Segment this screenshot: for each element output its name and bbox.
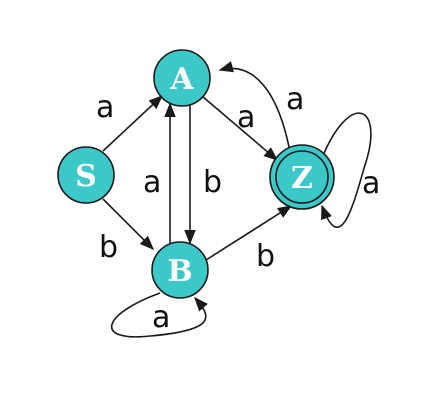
label-b-to-z: b xyxy=(256,239,275,274)
label-s-to-a: a xyxy=(96,90,114,125)
label-s-to-b: b xyxy=(99,230,118,265)
label-z-to-a: a xyxy=(286,82,304,117)
edge-a-to-z xyxy=(201,95,279,161)
state-z-label: Z xyxy=(291,161,313,196)
state-s-label: S xyxy=(75,159,97,194)
edge-s-to-b xyxy=(102,198,155,251)
state-s: S xyxy=(57,146,115,204)
label-a-to-z: a xyxy=(237,100,255,135)
state-a: A xyxy=(153,49,211,107)
state-b: B xyxy=(151,241,209,299)
edge-b-to-z xyxy=(205,205,293,261)
edge-s-to-a xyxy=(102,95,164,152)
label-z-self-loop: a xyxy=(362,166,380,201)
label-a-to-b: b xyxy=(203,165,222,200)
label-b-to-a: a xyxy=(143,165,161,200)
label-b-self-loop: a xyxy=(152,300,170,335)
edge-b-self-loop xyxy=(110,292,208,338)
edge-z-self-loop xyxy=(321,112,372,229)
state-a-label: A xyxy=(169,62,194,97)
state-b-label: B xyxy=(167,254,192,289)
edge-z-to-a xyxy=(218,61,291,153)
state-z: Z xyxy=(269,144,335,210)
